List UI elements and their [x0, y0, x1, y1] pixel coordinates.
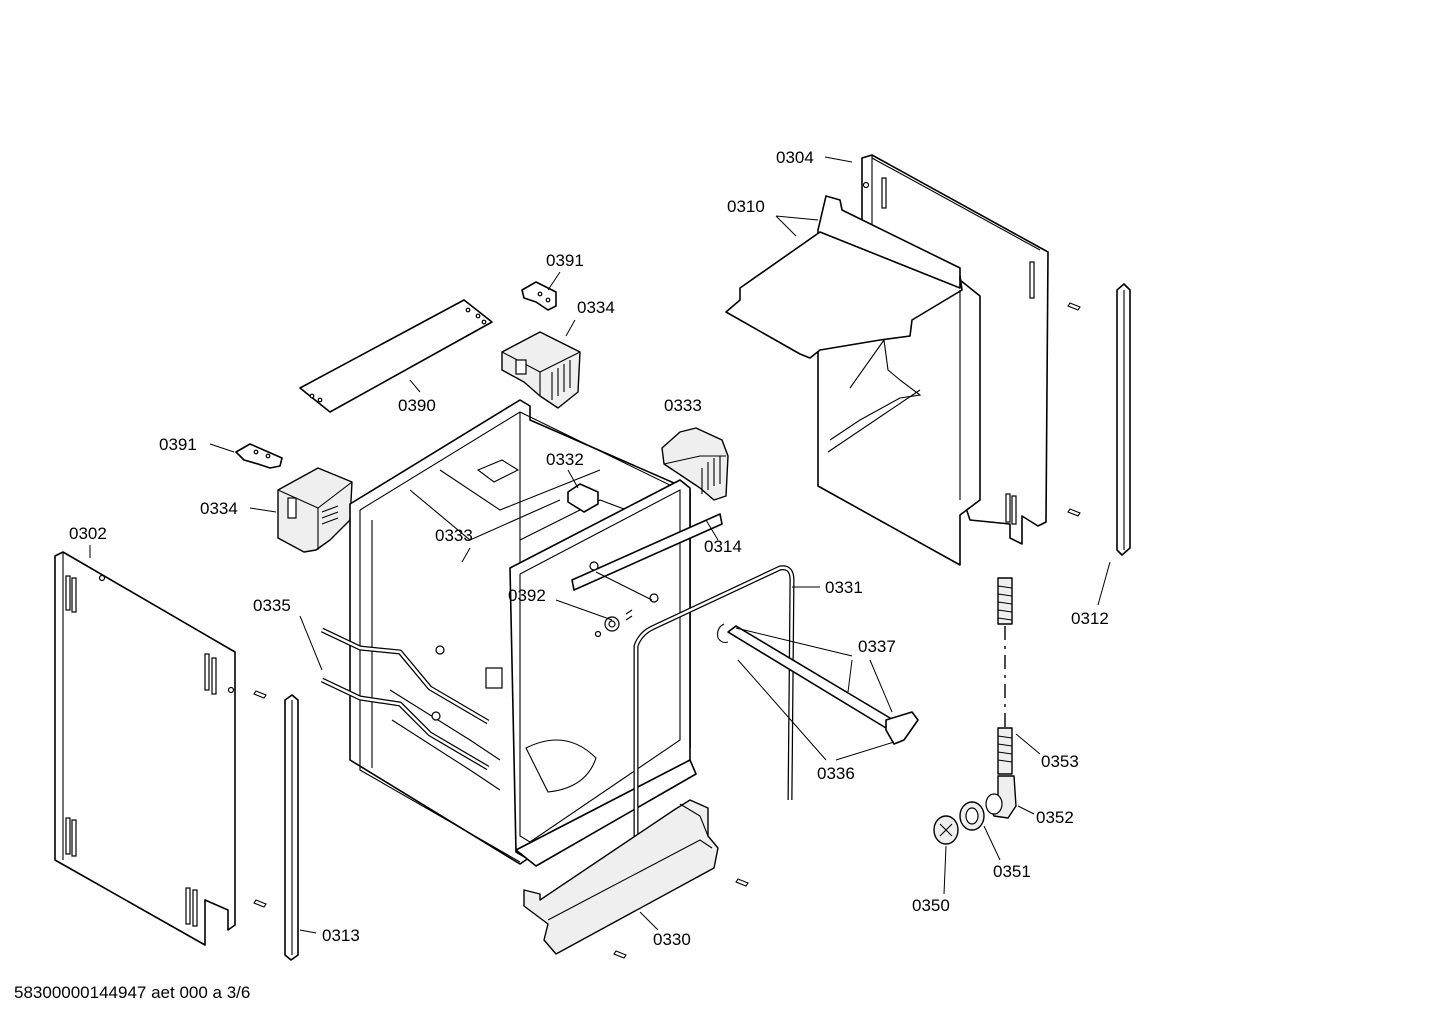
label-0313: 0313 — [322, 926, 360, 945]
label-0331: 0331 — [825, 578, 863, 597]
leader-lines — [89, 156, 1111, 934]
part-0352-connector — [985, 775, 1017, 819]
label-0332: 0332 — [546, 450, 584, 469]
part-0312-side-strip — [1116, 283, 1131, 556]
part-labels: 0304 0310 0391 0334 0390 0333 0391 0332 … — [69, 148, 1109, 949]
part-0331-door-seal — [633, 565, 795, 880]
part-0334-hinge-housing — [277, 331, 581, 553]
part-0330-kick-plate — [523, 799, 719, 955]
part-0313-side-strip — [284, 694, 299, 961]
label-0350: 0350 — [912, 896, 950, 915]
part-0302-side-panel — [54, 551, 236, 946]
label-0334-top: 0334 — [577, 298, 615, 317]
label-0336: 0336 — [817, 764, 855, 783]
label-0390: 0390 — [398, 396, 436, 415]
label-0391-left: 0391 — [159, 435, 197, 454]
screw-icon — [253, 690, 267, 908]
label-0334-left: 0334 — [200, 499, 238, 518]
label-0337: 0337 — [858, 637, 896, 656]
part-0351-ring — [959, 801, 985, 831]
part-0391-bracket — [235, 281, 557, 469]
label-0302: 0302 — [69, 524, 107, 543]
label-0330: 0330 — [653, 930, 691, 949]
label-0333-center: 0333 — [435, 526, 473, 545]
part-0337-hinge-arm — [717, 623, 919, 745]
screw-icon — [613, 878, 749, 959]
part-0350-cap — [933, 815, 959, 845]
screw-icon — [1067, 302, 1081, 517]
footer-document-code: 58300000144947 aet 000 a 3/6 — [14, 983, 250, 1002]
label-0391-top: 0391 — [546, 251, 584, 270]
label-0352: 0352 — [1036, 808, 1074, 827]
label-0310: 0310 — [727, 197, 765, 216]
part-0335-rails — [320, 627, 490, 771]
label-0335: 0335 — [253, 596, 291, 615]
label-0314: 0314 — [704, 537, 742, 556]
label-0304: 0304 — [776, 148, 814, 167]
part-0353-hose — [997, 577, 1013, 775]
label-0353: 0353 — [1041, 752, 1079, 771]
label-0351: 0351 — [993, 862, 1031, 881]
part-0390-cover-plate — [299, 299, 493, 413]
part-tub-frame — [349, 399, 723, 867]
label-0312: 0312 — [1071, 609, 1109, 628]
label-0392: 0392 — [508, 586, 546, 605]
part-0310-top-frame — [725, 195, 981, 566]
label-0333-right: 0333 — [664, 396, 702, 415]
